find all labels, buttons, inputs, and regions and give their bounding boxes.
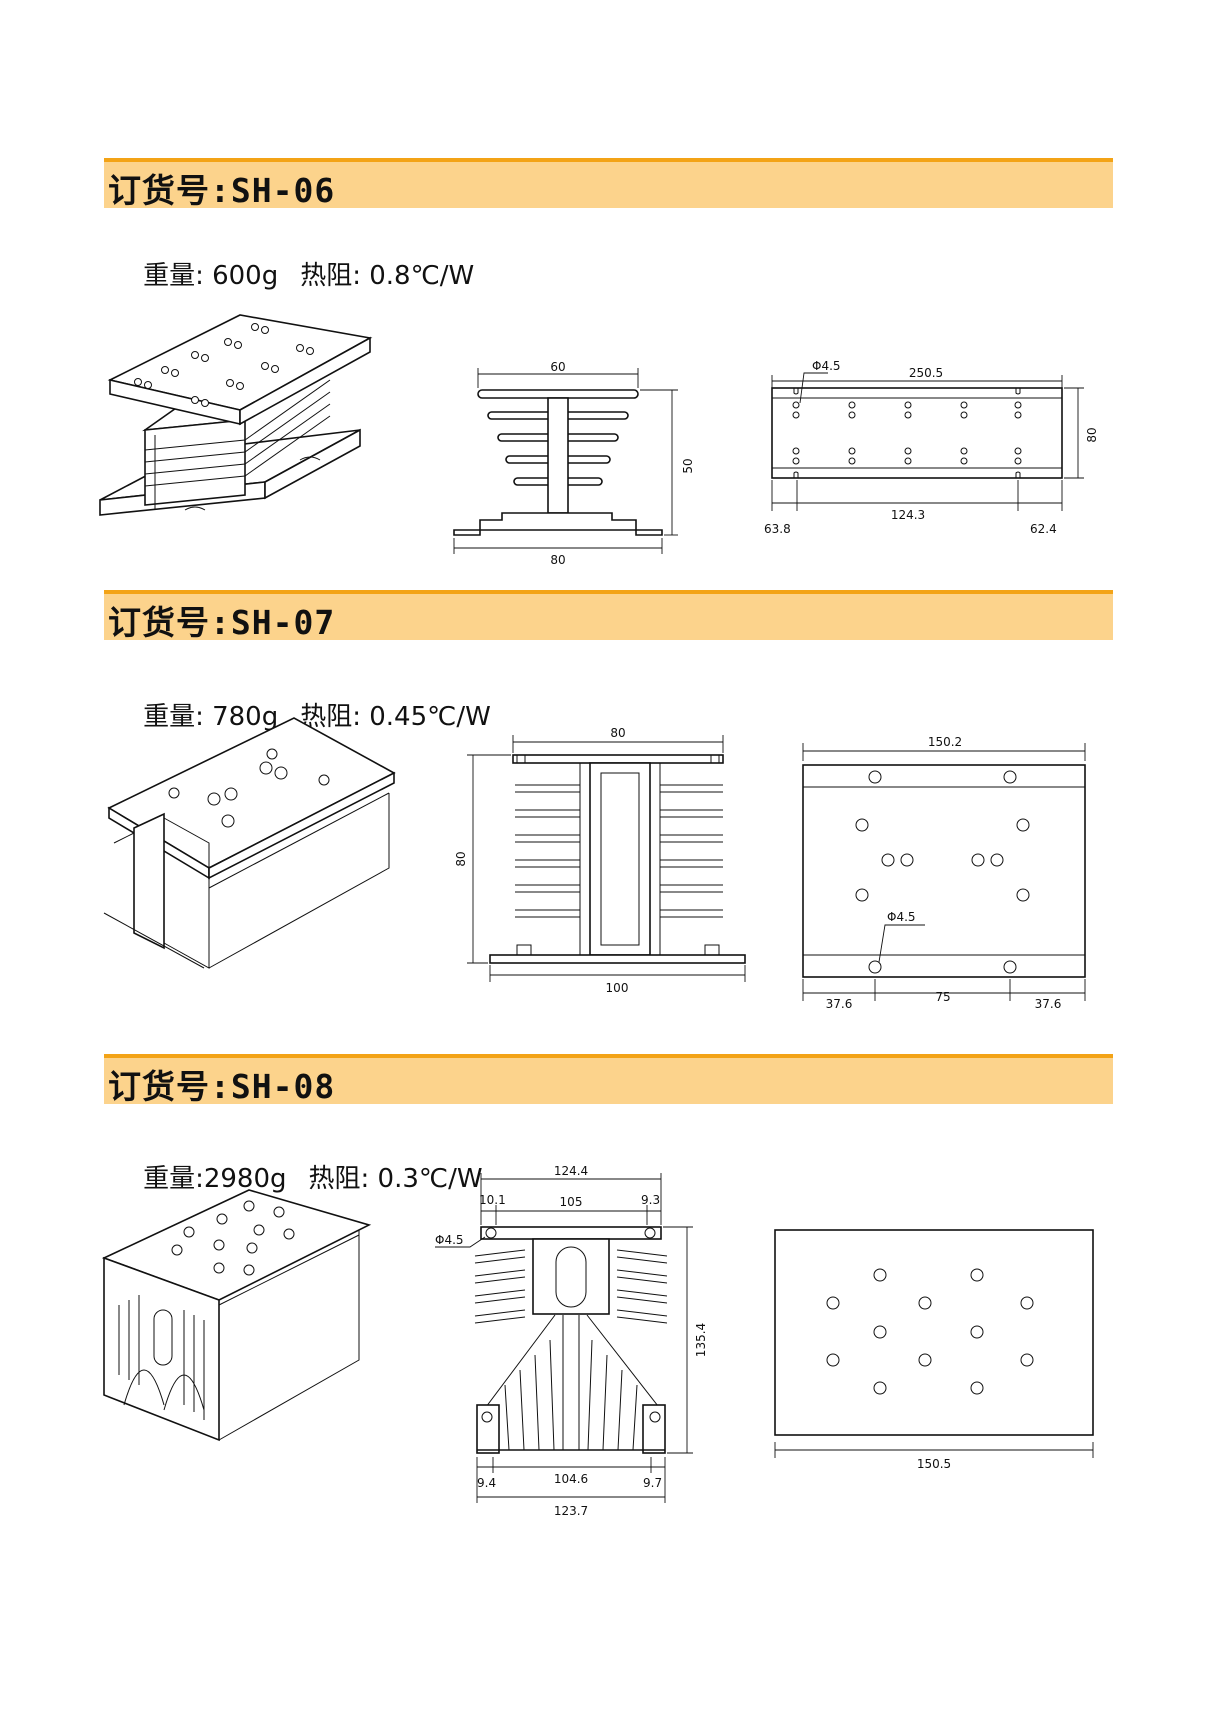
thermal-resistance-spec: 热阻: 0.8℃/W — [300, 261, 475, 291]
dim-width-top: 60 — [550, 360, 565, 374]
dim-bottom-right: 9.7 — [643, 1476, 662, 1490]
front-view-drawing: 80 80 100 — [454, 726, 746, 995]
plan-outline — [771, 387, 1063, 479]
dim-left-offset: 63.8 — [764, 522, 791, 536]
dimension-lines — [435, 1173, 693, 1503]
order-number: 订货号:SH-08 — [108, 1067, 336, 1106]
plan-dimension-lines — [802, 743, 1086, 1001]
dim-height: 135.4 — [694, 1323, 708, 1357]
mounting-holes — [134, 323, 314, 407]
plan-outline — [802, 764, 1086, 978]
order-number: 订货号:SH-06 — [108, 171, 336, 210]
dim-right-offset: 62.4 — [1030, 522, 1057, 536]
dim-width-top: 80 — [610, 726, 625, 740]
heatsink-front-profile — [453, 389, 663, 536]
mounting-holes — [171, 1200, 295, 1276]
order-number: 订货号:SH-07 — [108, 603, 336, 642]
heatsink-3d-view — [101, 1189, 372, 1442]
dim-hole-center: 75 — [935, 990, 950, 1004]
plan-outline — [774, 1229, 1094, 1436]
dim-height: 50 — [681, 458, 695, 473]
dim-top-left: 10.1 — [479, 1193, 506, 1207]
heatsink-3d-body — [101, 1189, 372, 1442]
plan-holes — [792, 401, 1022, 465]
dim-width-top: 124.4 — [554, 1164, 588, 1178]
heatsink-3d-body — [103, 717, 396, 969]
mounting-holes — [168, 748, 330, 828]
order-header-bar: 订货号:SH-07 — [104, 590, 1113, 642]
dimension-lines — [453, 368, 678, 554]
dimension-lines — [467, 735, 746, 982]
plan-holes — [855, 770, 1030, 974]
dim-bottom-left: 9.4 — [477, 1476, 496, 1490]
spec-line: 重量: 780g 热阻: 0.45℃/W — [110, 666, 513, 763]
dim-hole-diameter: Φ4.5 — [812, 359, 841, 373]
dim-hole-center: 124.3 — [891, 508, 925, 522]
spec-line: 重量: 600g 热阻: 0.8℃/W — [110, 225, 496, 322]
plan-holes — [826, 1268, 1034, 1395]
dim-left-offset: 37.6 — [826, 997, 853, 1011]
heatsink-3d-body — [99, 314, 373, 516]
plan-dimension-lines — [771, 372, 1084, 511]
dim-top-mid: 105 — [560, 1195, 583, 1209]
dim-top-right: 9.3 — [641, 1193, 660, 1207]
plan-view-drawing: 150.2 Φ4.5 37.6 75 37.6 — [802, 735, 1086, 1011]
thermal-resistance-spec: 热阻: 0.45℃/W — [300, 702, 491, 732]
dim-width-bottom: 123.7 — [554, 1504, 588, 1518]
dim-width-bottom: 100 — [606, 981, 629, 995]
spec-line: 重量:2980g 热阻: 0.3℃/W — [110, 1128, 505, 1225]
weight-spec: 重量: 780g — [143, 702, 279, 732]
heatsink-front-profile — [489, 754, 746, 964]
dim-width: 80 — [1085, 427, 1099, 442]
weight-spec: 重量:2980g — [143, 1164, 287, 1194]
heatsink-3d-view — [103, 717, 396, 969]
plan-view-drawing: Φ4.5 250.5 80 124.3 63.8 62.4 — [764, 359, 1099, 536]
thermal-resistance-spec: 热阻: 0.3℃/W — [308, 1164, 483, 1194]
front-view-drawing: 124.4 10.1 105 9.3 Φ4.5 135.4 9.4 104.6 … — [435, 1164, 708, 1518]
dim-hole-diameter: Φ4.5 — [435, 1233, 464, 1247]
front-view-drawing: 60 50 80 — [453, 360, 695, 567]
plan-dimension-lines — [774, 1442, 1094, 1458]
heatsink-front-profile — [474, 1226, 668, 1454]
dim-length: 250.5 — [909, 366, 943, 380]
order-header-bar: 订货号:SH-08 — [104, 1054, 1113, 1106]
dim-right-offset: 37.6 — [1035, 997, 1062, 1011]
dim-hole-diameter: Φ4.5 — [887, 910, 916, 924]
heatsink-3d-view — [99, 314, 373, 516]
dim-length: 150.2 — [928, 735, 962, 749]
dim-height: 80 — [454, 851, 468, 866]
plan-view-drawing: 150.5 — [774, 1229, 1094, 1471]
dim-length: 150.5 — [917, 1457, 951, 1471]
weight-spec: 重量: 600g — [143, 261, 279, 291]
dim-bottom-mid: 104.6 — [554, 1472, 588, 1486]
dim-width-bottom: 80 — [550, 553, 565, 567]
order-header-bar: 订货号:SH-06 — [104, 158, 1113, 210]
